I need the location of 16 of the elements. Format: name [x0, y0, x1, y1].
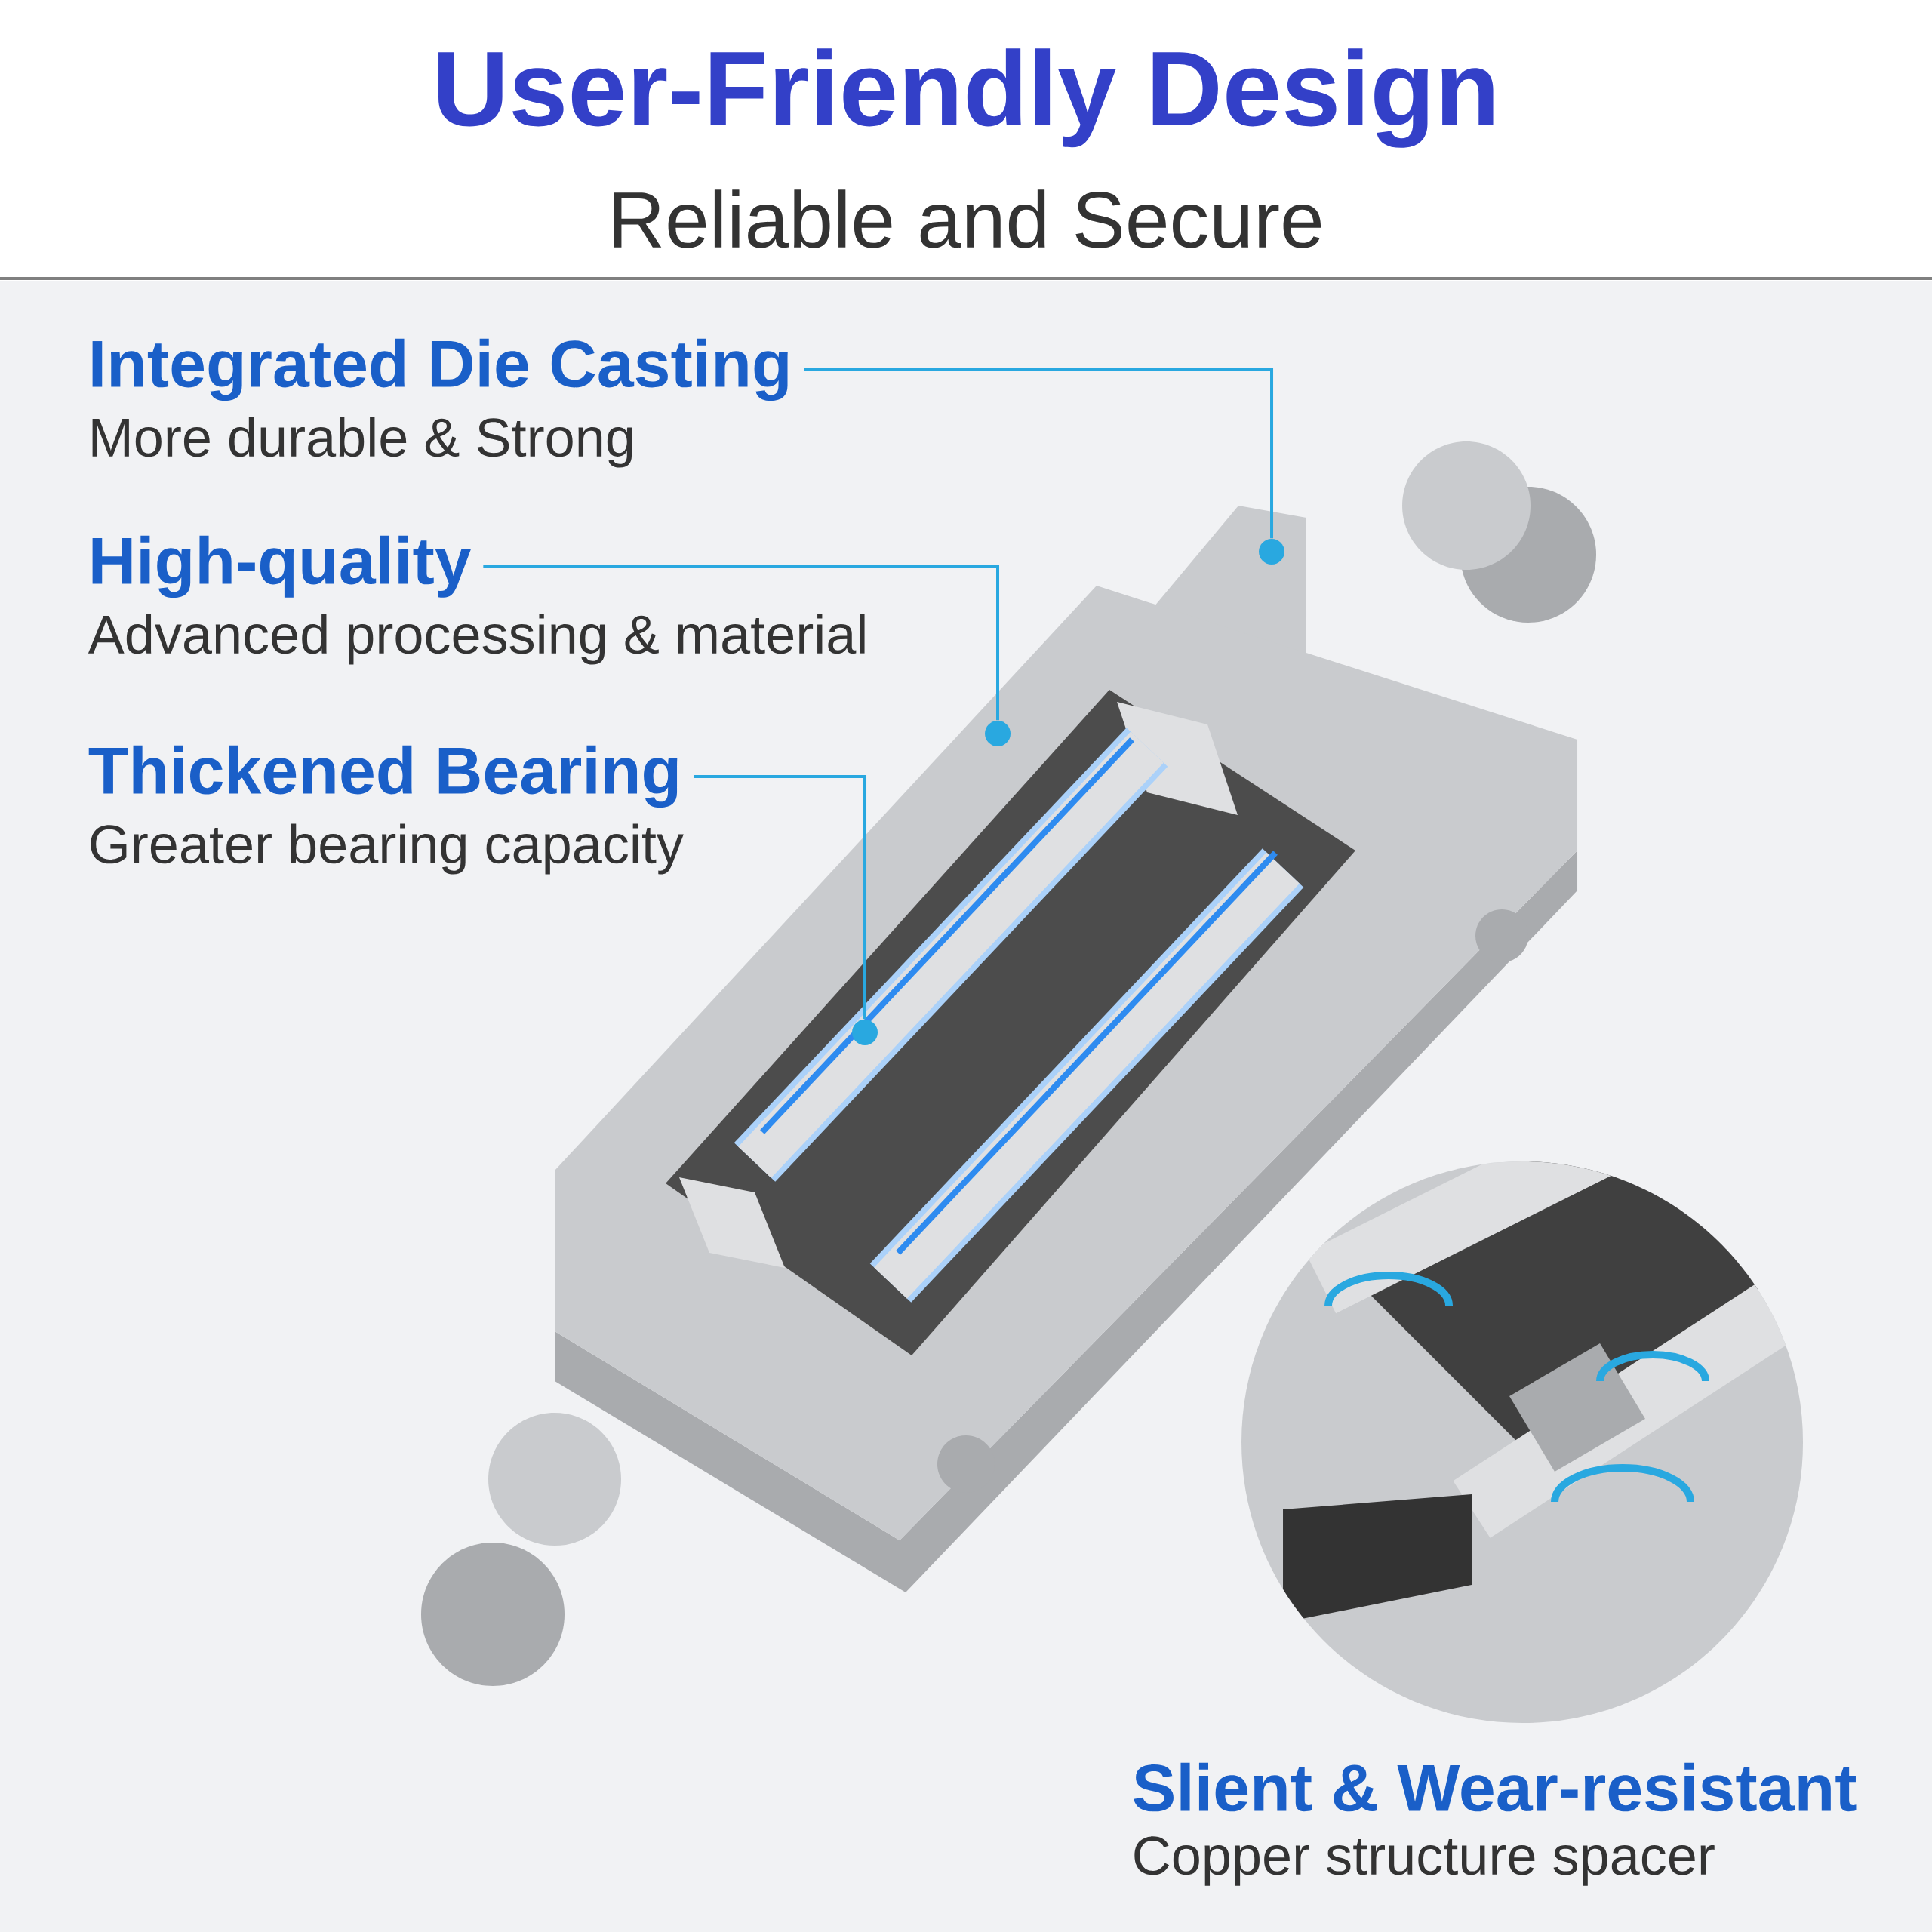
- feature-heading: Integrated Die Casting: [92, 338, 788, 401]
- feature-heading: Thickened Bearing: [88, 745, 678, 808]
- marker-dot: [985, 721, 1011, 746]
- leader-line: [804, 368, 1273, 539]
- marker-dot: [852, 1020, 878, 1046]
- leader-line: [483, 565, 999, 721]
- feature-description: Advanced processing & material: [88, 614, 865, 665]
- leader-line: [694, 775, 866, 1020]
- feature-description: Copper structure spacer: [1134, 1836, 1715, 1886]
- subtitle: Reliable and Secure: [614, 189, 1321, 248]
- feature-description: Greater bearing capacity: [91, 823, 684, 875]
- feature-heading: High-quality: [92, 535, 472, 598]
- title: User-Friendly Design: [438, 48, 1494, 148]
- marker-dot: [1259, 539, 1285, 565]
- feature-description: More durable & Strong: [92, 417, 632, 468]
- feature-heading: Slient & Wear-resistant: [1134, 1762, 1857, 1812]
